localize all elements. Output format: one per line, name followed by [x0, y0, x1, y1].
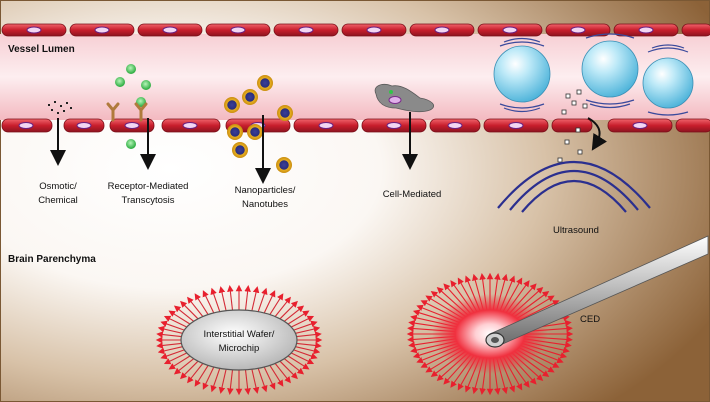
diffusion-ray [227, 285, 234, 311]
diffusion-ray [156, 331, 182, 338]
diffusion-ray [293, 320, 318, 331]
vessel-lumen-label: Vessel Lumen [8, 44, 75, 55]
wafer-label-line1: Interstitial Wafer/ [204, 329, 275, 340]
diffusion-ray [157, 346, 183, 355]
osmotic-label-line1: Osmotic/ [39, 181, 77, 192]
diffusion-ray [283, 305, 305, 322]
diffusion-ray [269, 293, 284, 315]
diffusion-ray [279, 360, 298, 380]
diffusion-ray [168, 355, 191, 370]
diffusion-ray [274, 363, 291, 384]
diffusion-ray [257, 287, 268, 312]
brain-parenchyma-label: Brain Parenchyma [8, 254, 96, 265]
diffusion-ray [296, 342, 322, 349]
curved-arrow-icon [587, 117, 608, 151]
microbubble-icons [493, 33, 694, 116]
diffusion-ray [173, 305, 195, 322]
small-particle-icons [557, 89, 588, 163]
diffusion-ray [227, 369, 234, 395]
diffusion-ray [194, 365, 209, 387]
diffusion-ray [180, 300, 199, 320]
diffusion-ray [296, 331, 322, 338]
ced-route: CED [406, 235, 709, 396]
diffusion-ray [218, 369, 227, 394]
osmotic-label-line2: Chemical [38, 195, 78, 206]
diffusion-ray [187, 296, 204, 317]
endothelial-layer-top [1, 23, 710, 37]
diffusion-ray [269, 365, 284, 387]
diffusion-ray [160, 349, 185, 360]
receptor-label-line2: Transcytosis [122, 195, 175, 206]
diffusion-ray [187, 363, 204, 384]
interstitial-wafer-route: Interstitial Wafer/ Microchip [155, 284, 323, 396]
catheter-icon [485, 235, 709, 348]
cell-mediated-route: Cell-Mediated [374, 84, 442, 200]
diffusion-ray [160, 320, 185, 331]
nano-label-line1: Nanoparticles/ [235, 185, 296, 196]
diffusion-ray [210, 368, 221, 393]
diffusion-ray [202, 366, 215, 390]
ultrasound-route: Ultrasound [493, 33, 694, 236]
diffusion-ray [287, 310, 310, 325]
ultrasound-wave-icon [497, 161, 651, 213]
diffusion-ray [291, 352, 315, 365]
diffusion-ray [180, 360, 199, 380]
diffusion-ray [295, 346, 321, 355]
diffusion-ray [251, 286, 260, 311]
ultrasound-label: Ultrasound [553, 225, 599, 236]
nanoparticle-icons [224, 75, 293, 173]
osmotic-chemical-route: Osmotic/ Chemical [38, 101, 78, 206]
diffusion-ray [163, 352, 187, 365]
diffusion-ray [163, 315, 187, 328]
diffusion-ray [274, 296, 291, 317]
diffusion-ray [251, 369, 260, 394]
diffusion-ray [291, 315, 315, 328]
diffusion-ray [202, 290, 215, 314]
wafer-microchip-icon [180, 309, 298, 371]
diffusion-ray [210, 287, 221, 312]
diffusion-ray [156, 342, 182, 349]
receptor-icons [106, 102, 148, 122]
nano-label-line2: Nanotubes [242, 199, 288, 210]
diffusion-ray [218, 286, 227, 311]
diffusion-ray [287, 355, 310, 370]
diffusion-ray [157, 325, 183, 334]
cell-mediated-label: Cell-Mediated [383, 189, 442, 200]
receptor-label-line1: Receptor-Mediated [108, 181, 189, 192]
nanoparticles-route: Nanoparticles/ Nanotubes [224, 75, 296, 210]
diffusion-ray [295, 325, 321, 334]
diffusion-ray [244, 369, 251, 395]
wafer-diffusion-rays [155, 284, 323, 396]
diffusion-ray [263, 366, 276, 390]
wafer-label-line2: Microchip [219, 343, 260, 354]
diffusion-ray [244, 285, 251, 311]
diffusion-ray [168, 310, 191, 325]
diffusion-ray [263, 290, 276, 314]
diffusion-ray [173, 358, 195, 375]
ced-label: CED [580, 314, 600, 325]
receptor-mediated-route: Receptor-Mediated Transcytosis [106, 64, 189, 206]
diffusion-ray [194, 293, 209, 315]
green-ligand-icons [115, 64, 151, 149]
diffusion-ray [283, 358, 305, 375]
diffusion-ray [257, 368, 268, 393]
diffusion-ray [279, 300, 298, 320]
diffusion-ray [293, 349, 318, 360]
